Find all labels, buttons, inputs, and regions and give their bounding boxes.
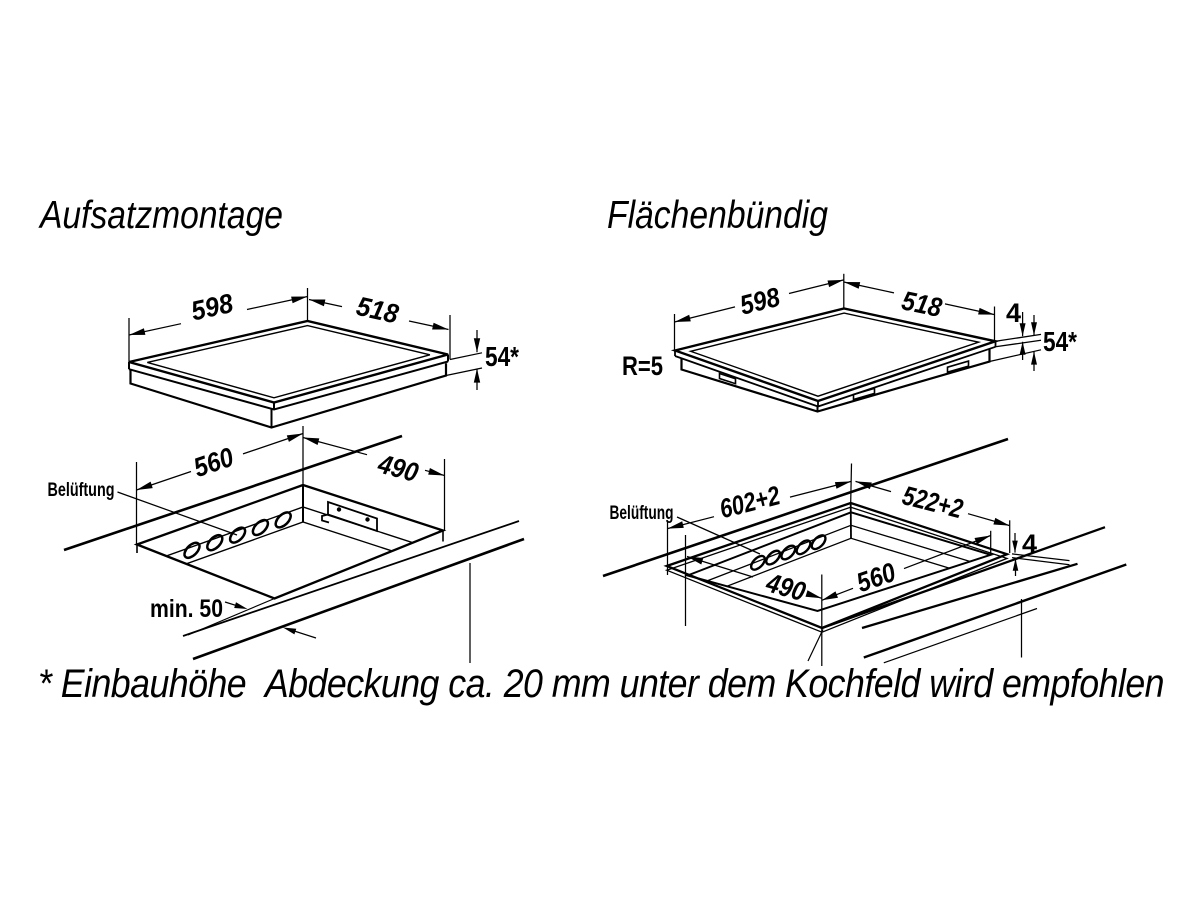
- svg-text:54*: 54*: [485, 341, 519, 372]
- svg-text:4: 4: [1022, 529, 1037, 559]
- svg-text:* Einbauhöhe Abdeckung ca. 20: * Einbauhöhe Abdeckung ca. 20 mm unter d…: [38, 662, 1164, 706]
- svg-text:4: 4: [1006, 298, 1021, 328]
- svg-text:Belüftung: Belüftung: [48, 480, 115, 501]
- svg-text:Flächenbündig: Flächenbündig: [607, 194, 828, 237]
- svg-text:Aufsatzmontage: Aufsatzmontage: [38, 194, 283, 237]
- svg-text:Belüftung: Belüftung: [610, 503, 674, 524]
- svg-text:R=5: R=5: [622, 351, 663, 381]
- svg-text:54*: 54*: [1043, 326, 1077, 357]
- svg-text:min. 50: min. 50: [150, 595, 223, 623]
